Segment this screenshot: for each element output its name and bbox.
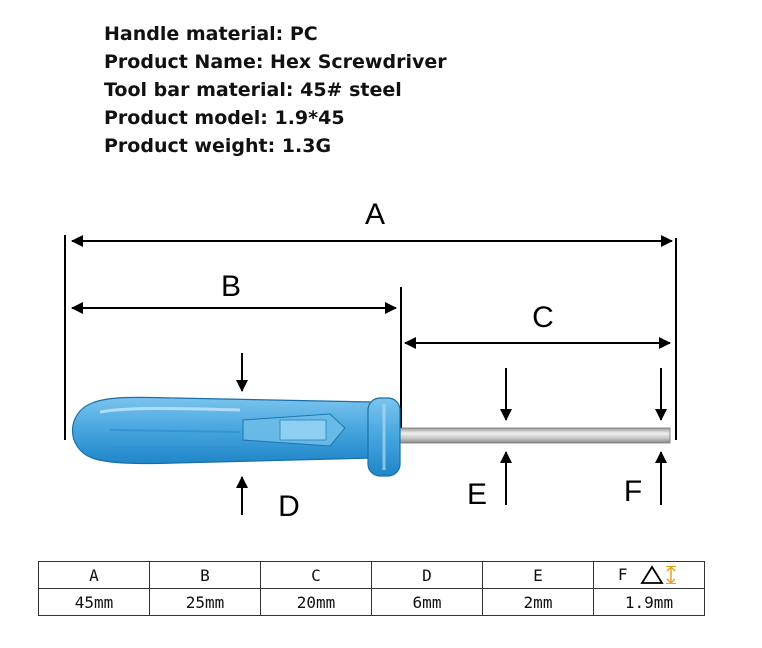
- shaft: [397, 427, 671, 444]
- handle-groove: [109, 429, 241, 433]
- spec-tool-bar-material: Tool bar material: 45# steel: [104, 79, 402, 101]
- label-f: F: [624, 475, 642, 508]
- table-header-cell: D: [371, 561, 483, 589]
- spec-list: Handle material: PC Product Name: Hex Sc…: [104, 20, 447, 160]
- spec-handle-material: Handle material: PC: [104, 23, 318, 45]
- spec-product-model: Product model: 1.9*45: [104, 107, 345, 129]
- handle-insert: [279, 419, 327, 441]
- label-a: A: [365, 198, 385, 231]
- table-header-label-f: F: [617, 564, 628, 584]
- vertical-resize-icon: [666, 566, 677, 585]
- spec-product-weight: Product weight: 1.3G: [104, 135, 332, 157]
- table-value-cell: 20mm: [260, 588, 372, 616]
- table-header-cell: A: [38, 561, 150, 589]
- label-b: B: [221, 270, 241, 303]
- table-value-cell: 25mm: [149, 588, 261, 616]
- table-header-row: A B C D E F: [38, 561, 705, 589]
- spec-product-name: Product Name: Hex Screwdriver: [104, 51, 447, 73]
- table-value-cell: 6mm: [371, 588, 483, 616]
- dimension-table: A B C D E F 45mm 25mm 20mm 6mm 2mm 1.9mm: [38, 561, 705, 616]
- table-value-row: 45mm 25mm 20mm 6mm 2mm 1.9mm: [38, 588, 705, 616]
- table-value-cell: 1.9mm: [593, 588, 705, 616]
- handle: [71, 396, 401, 477]
- handle-highlight: [99, 406, 241, 414]
- table-header-cell: B: [149, 561, 261, 589]
- table-value-cell: 45mm: [38, 588, 150, 616]
- table-value-cell: 2mm: [482, 588, 594, 616]
- label-e: E: [467, 478, 487, 511]
- warning-triangle-icon: [640, 565, 677, 585]
- handle-body: [71, 396, 373, 465]
- label-c: C: [532, 301, 554, 334]
- table-header-cell: C: [260, 561, 372, 589]
- table-header-cell: E: [482, 561, 594, 589]
- table-header-cell-f: F: [593, 561, 705, 589]
- label-d: D: [278, 490, 300, 523]
